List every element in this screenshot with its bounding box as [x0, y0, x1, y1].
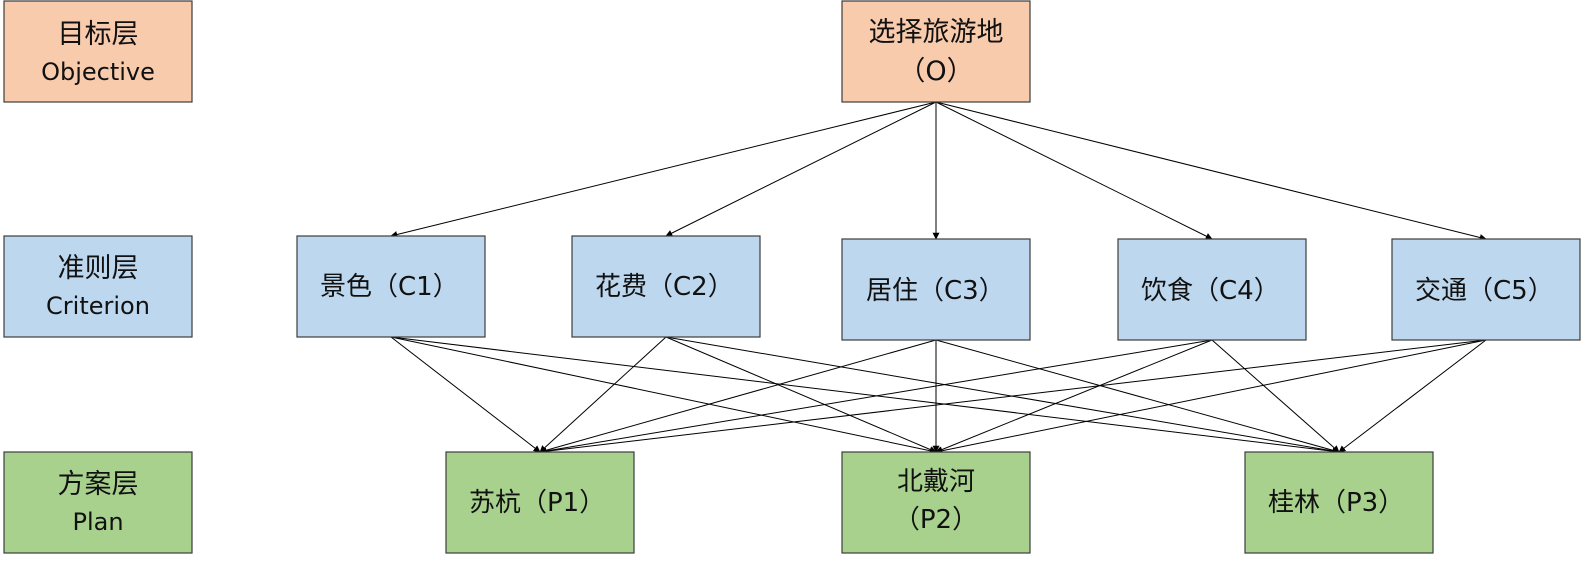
layer-label-criterion: 准则层 Criterion	[3, 235, 193, 338]
arrow-objective-to-c5	[935, 101, 1487, 241]
arrow-c2-to-p1	[539, 336, 667, 453]
arrow-c2-to-p2	[665, 336, 937, 453]
layer-name-zh: 方案层	[58, 469, 139, 500]
criterion-label: 饮食（C4）	[1141, 276, 1280, 306]
arrow-c1-to-p2	[390, 336, 937, 455]
criterion-node-c2: 花费（C2）	[571, 235, 761, 338]
criterion-label: 花费（C2）	[595, 272, 734, 302]
objective-title: 选择旅游地	[869, 17, 1004, 48]
plan-box	[1244, 451, 1434, 554]
edge-group	[390, 101, 1487, 455]
criterion-box	[296, 235, 486, 338]
criterion-node-c5: 交通（C5）	[1391, 238, 1581, 341]
objective-box	[841, 0, 1031, 103]
arrow-c1-to-p1	[390, 336, 541, 453]
criterion-label: 景色（C1）	[320, 272, 459, 302]
criterion-label: 交通（C5）	[1415, 276, 1554, 306]
plan-label: 北戴河	[897, 467, 975, 497]
arrow-c4-to-p2	[935, 339, 1213, 453]
arrow-c4-to-p3	[1211, 339, 1340, 453]
layer-name-en: Plan	[72, 508, 123, 536]
layer-box-criterion	[3, 235, 193, 338]
arrow-c5-to-p1	[539, 339, 1487, 455]
arrow-objective-to-c4	[935, 101, 1213, 240]
plan-label: 桂林（P3）	[1268, 488, 1404, 518]
criterion-box	[1117, 238, 1307, 341]
criterion-box	[571, 235, 761, 338]
layer-box-objective	[3, 0, 193, 103]
arrow-objective-to-c2	[665, 101, 937, 237]
criterion-node-c1: 景色（C1）	[296, 235, 486, 338]
criterion-box	[841, 238, 1031, 341]
arrow-c1-to-p3	[390, 336, 1340, 455]
plan-box	[841, 451, 1031, 554]
layer-label-objective: 目标层 Objective	[3, 0, 193, 103]
criterion-node-c4: 饮食（C4）	[1117, 238, 1307, 341]
objective-node: 选择旅游地 （O）	[841, 0, 1031, 103]
arrow-c5-to-p3	[1338, 339, 1487, 453]
arrow-c2-to-p3	[665, 336, 1340, 455]
plan-node-p1: 苏杭（P1）	[445, 451, 635, 554]
layer-name-en: Criterion	[46, 292, 150, 320]
objective-code: （O）	[898, 56, 973, 87]
plan-label: 苏杭（P1）	[469, 488, 605, 518]
plan-node-p2: 北戴河 （P2）	[841, 451, 1031, 554]
criterion-box	[1391, 238, 1581, 341]
criterion-label: 居住（C3）	[866, 276, 1005, 306]
criterion-node-c3: 居住（C3）	[841, 238, 1031, 341]
arrow-c3-to-p3	[935, 339, 1340, 454]
layer-label-plan: 方案层 Plan	[3, 451, 193, 554]
layer-box-plan	[3, 451, 193, 554]
plan-box	[445, 451, 635, 554]
layer-name-zh: 准则层	[58, 253, 139, 284]
arrow-c5-to-p2	[935, 339, 1487, 455]
plan-code: （P2）	[894, 505, 978, 535]
layer-name-en: Objective	[41, 58, 155, 86]
arrow-c4-to-p1	[539, 339, 1213, 455]
plan-node-p3: 桂林（P3）	[1244, 451, 1434, 554]
arrow-c3-to-p1	[539, 339, 937, 454]
layer-name-zh: 目标层	[58, 19, 139, 50]
arrow-objective-to-c1	[390, 101, 937, 238]
